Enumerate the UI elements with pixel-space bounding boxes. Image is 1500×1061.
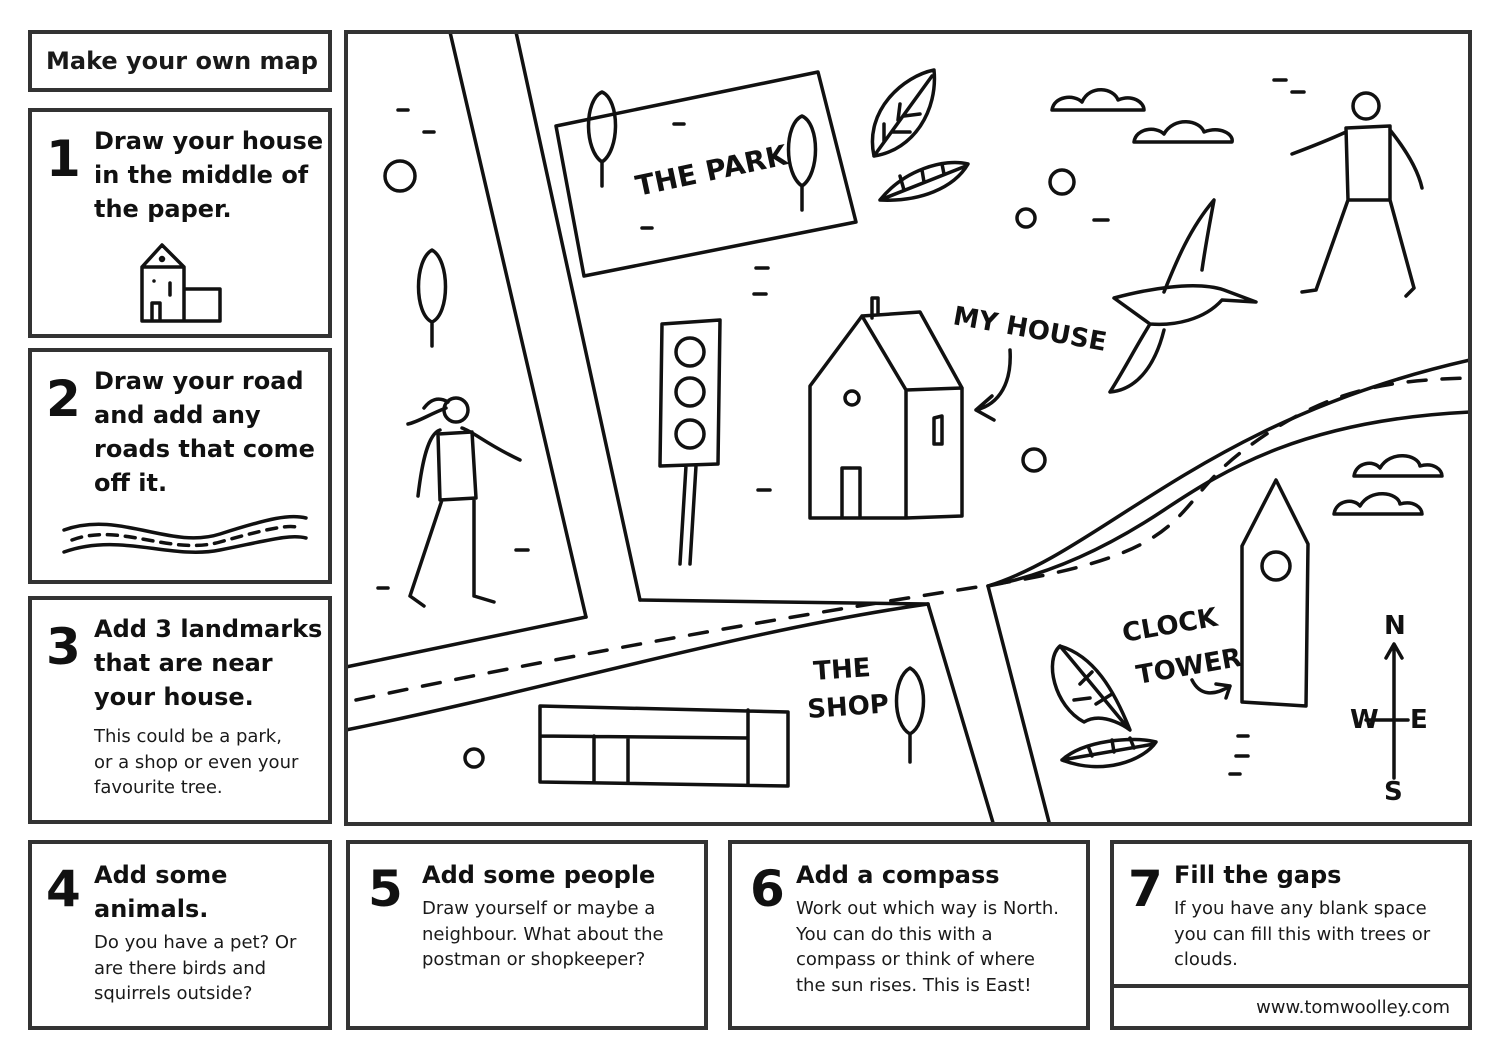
step-5-box: 5 Add some people Draw yourself or maybe…: [346, 840, 708, 1030]
girl-figure: [406, 396, 522, 608]
step-1-box: 1 Draw your house in the middle of the p…: [28, 108, 332, 338]
right-decorations: [463, 78, 1306, 769]
compass-n: N: [1384, 611, 1406, 641]
step-3-heading: Add 3 landmarks that are near your house…: [94, 615, 323, 711]
park: THE PARK: [554, 70, 858, 278]
traffic-light: [658, 318, 722, 566]
step-4-box: 4 Add some animals. Do you have a pet? O…: [28, 840, 332, 1030]
step-3-body: This could be a park, or a shop or even …: [94, 726, 299, 798]
shop-label-1: THE: [812, 653, 871, 687]
house-label: MY HOUSE: [951, 301, 1109, 357]
compass-w: W: [1350, 705, 1379, 735]
leaves-top: [870, 68, 970, 202]
shop: THE SHOP: [538, 653, 926, 788]
title-box: Make your own map: [28, 30, 332, 92]
page-title: Make your own map: [46, 47, 318, 75]
tower-label-1: CLOCK: [1120, 603, 1221, 649]
main-road: [348, 358, 1468, 732]
road-icon: [62, 514, 308, 554]
map-area: THE PARK MY HOUSE: [344, 30, 1472, 826]
man-figure: [1290, 91, 1424, 298]
step-2-box: 2 Draw your road and add any roads that …: [28, 348, 332, 584]
step-1-heading: Draw your house in the middle of the pap…: [94, 127, 324, 223]
bird-figure: [1108, 198, 1258, 394]
step-5-body: Draw yourself or maybe a neighbour. What…: [422, 898, 664, 970]
step-4-heading: Add some animals.: [94, 861, 228, 923]
step-7-body: If you have any blank space you can fill…: [1174, 898, 1431, 970]
vertical-road: [448, 34, 642, 619]
my-house: MY HOUSE: [808, 296, 1109, 520]
leaves-bottom: [1050, 644, 1250, 776]
step-4-body: Do you have a pet? Or are there birds an…: [94, 932, 297, 1004]
step-6-body: Work out which way is North. You can do …: [796, 898, 1059, 996]
step-5-heading: Add some people: [422, 861, 656, 889]
step-7-number: 7: [1128, 860, 1163, 918]
website-url[interactable]: www.tomwoolley.com: [1256, 997, 1450, 1018]
step-7-heading: Fill the gaps: [1174, 861, 1342, 889]
shop-label-2: SHOP: [806, 689, 890, 725]
clouds-right: [1332, 454, 1444, 516]
step-6-number: 6: [750, 860, 785, 918]
park-label: THE PARK: [633, 138, 792, 203]
website-footer: www.tomwoolley.com: [1114, 988, 1468, 1030]
tower-label-2: TOWER: [1134, 643, 1244, 691]
side-streets: [926, 584, 1051, 822]
house-icon: [140, 243, 222, 323]
step-7-box: 7 Fill the gaps If you have any blank sp…: [1110, 840, 1472, 1030]
step-2-number: 2: [46, 370, 81, 428]
compass: N S W E: [1350, 611, 1428, 807]
step-6-heading: Add a compass: [796, 861, 1000, 889]
step-3-number: 3: [46, 618, 81, 676]
compass-e: E: [1410, 705, 1428, 735]
step-4-number: 4: [46, 860, 81, 918]
step-5-number: 5: [368, 860, 403, 918]
step-3-box: 3 Add 3 landmarks that are near your hou…: [28, 596, 332, 824]
step-6-box: 6 Add a compass Work out which way is No…: [728, 840, 1090, 1030]
compass-s: S: [1384, 777, 1403, 807]
step-1-number: 1: [46, 130, 81, 188]
left-decorations: [376, 108, 772, 590]
map-drawing: THE PARK MY HOUSE: [348, 34, 1468, 822]
footer-divider: [1114, 984, 1468, 988]
clock-tower: CLOCK TOWER: [1120, 478, 1310, 708]
step-2-heading: Draw your road and add any roads that co…: [94, 367, 315, 497]
